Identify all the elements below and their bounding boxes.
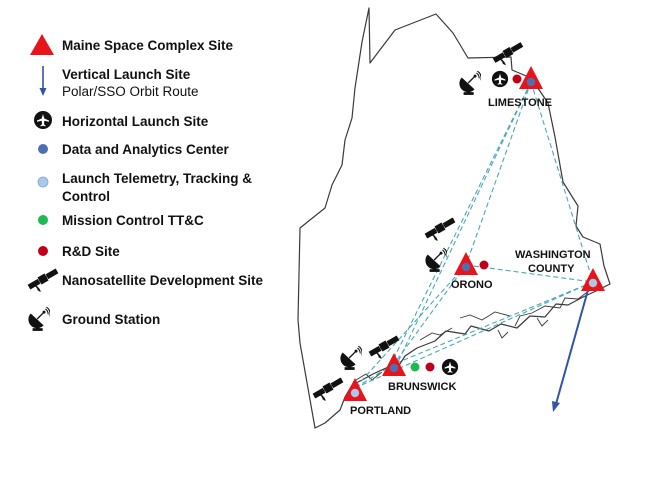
rd-site-dot bbox=[512, 74, 522, 84]
route-orono-washington bbox=[465, 264, 594, 283]
legend-item: Data and Analytics Center bbox=[38, 142, 230, 157]
site-label-orono: ORONO bbox=[451, 279, 493, 291]
space-complex-triangle bbox=[519, 66, 543, 89]
legend-sublabel: Polar/SSO Orbit Route bbox=[62, 84, 199, 99]
legend-item: Ground Station bbox=[28, 306, 160, 332]
legend-label: Mission Control TT&C bbox=[62, 213, 204, 228]
red-dot-icon bbox=[38, 246, 48, 256]
route-washington-brunswick bbox=[393, 281, 594, 365]
rd-site-dot bbox=[479, 260, 489, 270]
legend-item: R&D Site bbox=[38, 244, 120, 259]
site-label-washington: WASHINGTON bbox=[515, 249, 591, 261]
red-triangle-icon bbox=[30, 34, 54, 55]
rd-site-dot bbox=[425, 362, 435, 372]
satellite-icon bbox=[26, 266, 60, 292]
mission-control-dot bbox=[410, 362, 420, 372]
site-limestone: LIMESTONE bbox=[459, 40, 552, 109]
route-orono-brunswick bbox=[393, 264, 467, 365]
site-orono: ORONO bbox=[423, 215, 493, 291]
legend-label: Data and Analytics Center bbox=[62, 142, 230, 157]
site-connection-routes bbox=[354, 81, 594, 389]
vertical-launch-orbit-arrow bbox=[552, 289, 589, 412]
route-orono-portland bbox=[354, 264, 467, 389]
site-washington-county: WASHINGTON COUNTY bbox=[515, 249, 605, 291]
legend-item: Nanosatellite Development Site bbox=[26, 266, 264, 292]
legend-item: Maine Space Complex Site bbox=[30, 34, 234, 55]
legend-label: Nanosatellite Development Site bbox=[62, 273, 264, 288]
site-label-limestone: LIMESTONE bbox=[488, 97, 552, 109]
legend-label: Horizontal Launch Site bbox=[62, 114, 209, 129]
telemetry-dot bbox=[588, 278, 598, 288]
legend-label: Maine Space Complex Site bbox=[62, 38, 234, 53]
airplane-icon bbox=[491, 70, 509, 88]
map-legend: Maine Space Complex Site Vertical Launch… bbox=[26, 34, 264, 332]
route-limestone-washington bbox=[530, 81, 594, 283]
site-label-brunswick: BRUNSWICK bbox=[388, 381, 456, 393]
legend-item: Horizontal Launch Site bbox=[34, 111, 209, 129]
blue-arrow-icon bbox=[39, 66, 47, 96]
legend-sublabel: Control bbox=[62, 189, 110, 204]
legend-item: Mission Control TT&C bbox=[38, 213, 204, 228]
maine-state-outline bbox=[297, 7, 611, 429]
blue-dot-icon bbox=[38, 144, 48, 154]
site-portland: PORTLAND bbox=[311, 375, 411, 417]
route-limestone-orono bbox=[465, 81, 532, 266]
route-limestone-brunswick-east bbox=[396, 81, 532, 365]
legend-label: Ground Station bbox=[62, 312, 160, 327]
site-brunswick: BRUNSWICK bbox=[340, 333, 459, 393]
site-label-portland: PORTLAND bbox=[350, 405, 411, 417]
ground-station-icon bbox=[28, 306, 50, 332]
site-label-county: COUNTY bbox=[528, 263, 575, 275]
legend-item: Vertical Launch Site Polar/SSO Orbit Rou… bbox=[39, 66, 199, 99]
legend-label: Launch Telemetry, Tracking & bbox=[62, 171, 252, 186]
airplane-icon bbox=[34, 111, 52, 129]
airplane-icon bbox=[441, 358, 459, 376]
route-limestone-brunswick-west bbox=[390, 81, 532, 365]
legend-label: Vertical Launch Site bbox=[62, 67, 191, 82]
legend-item: Launch Telemetry, Tracking & Control bbox=[37, 171, 252, 204]
legend-label: R&D Site bbox=[62, 244, 120, 259]
light-blue-dot-icon bbox=[37, 176, 49, 188]
analytics-center-dot bbox=[526, 77, 536, 87]
analytics-center-dot bbox=[389, 363, 399, 373]
telemetry-dot bbox=[350, 388, 360, 398]
analytics-center-dot bbox=[461, 262, 471, 272]
green-dot-icon bbox=[38, 215, 48, 225]
